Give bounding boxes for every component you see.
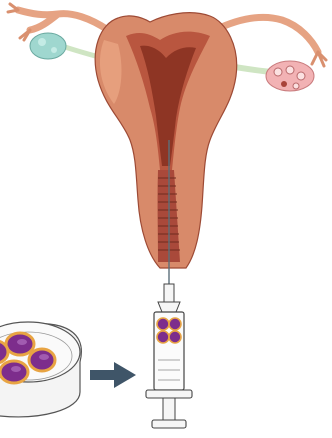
syringe-plunger-thumb	[152, 420, 186, 428]
follicle-right	[297, 72, 305, 80]
follicle-right	[286, 66, 294, 74]
follicle-left	[51, 47, 57, 53]
follicle-right	[293, 83, 299, 89]
follicle-right	[274, 68, 282, 76]
follicle-left	[38, 38, 46, 46]
follicle-right	[281, 81, 287, 87]
fallopian-tube-left	[18, 10, 108, 30]
syringe-plunger-rod	[163, 398, 175, 420]
ovary-left	[30, 33, 66, 59]
syringe-tip	[158, 302, 180, 312]
syringe	[146, 284, 192, 428]
syringe-flange	[146, 390, 192, 398]
syringe-needle-hub	[164, 284, 174, 302]
fimbriae-right	[312, 52, 326, 66]
transfer-arrow	[90, 362, 136, 388]
